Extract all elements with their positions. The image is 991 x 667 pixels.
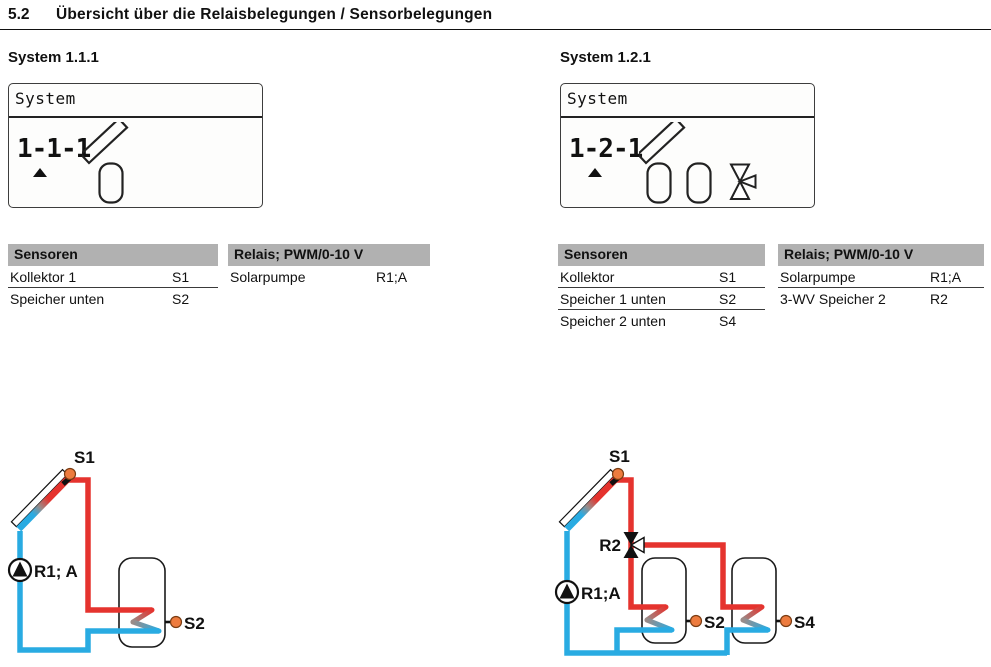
system-2-title: System 1.2.1 xyxy=(560,49,651,66)
schematic-system-2: S1 R2 R1;A S2 S4 xyxy=(554,447,815,656)
table-row: Solarpumpe R1;A xyxy=(228,266,430,287)
lcd-display-system-2: System 1-2-1 xyxy=(560,83,815,208)
sensor-dot-s2 xyxy=(169,615,183,629)
cold-pipe xyxy=(17,531,159,653)
cold-pipe xyxy=(564,531,727,656)
store-icon xyxy=(686,162,712,204)
sensor-id: S1 xyxy=(172,269,190,285)
lcd-menu-title: System xyxy=(9,84,262,118)
sensor-label: Speicher 1 unten xyxy=(560,291,666,307)
sensor-id: S1 xyxy=(719,269,737,285)
lcd-display-system-1: System 1-1-1 xyxy=(8,83,263,208)
table-row: Kollektor 1 S1 xyxy=(8,266,218,288)
heat-exchanger-coil xyxy=(130,607,155,625)
lcd-menu-title: System xyxy=(561,84,814,118)
sensor-dot-s1 xyxy=(611,467,625,481)
hot-pipe xyxy=(68,477,152,613)
relay-id: R2 xyxy=(930,291,948,307)
solar-collector xyxy=(10,468,73,532)
three-way-valve xyxy=(623,532,639,545)
relay-table-system-2: Relais; PWM/0-10 V Solarpumpe R1;A 3-WV … xyxy=(778,244,984,309)
relay-label: Solarpumpe xyxy=(780,269,856,285)
valve-label: R2 xyxy=(599,536,621,555)
collector-icon xyxy=(639,122,686,165)
relay-table-header: Relais; PWM/0-10 V xyxy=(228,244,430,266)
sensor-id: S4 xyxy=(719,313,737,329)
sensor-label: Kollektor xyxy=(560,269,615,285)
sensor-s1-label: S1 xyxy=(609,447,630,466)
valve-icon xyxy=(729,163,757,200)
three-way-valve xyxy=(623,545,639,558)
section-heading: 5.2 Übersicht über die Relaisbelegungen /… xyxy=(0,4,991,30)
table-row: Speicher 1 unten S2 xyxy=(558,288,765,310)
sensor-label: Speicher 2 unten xyxy=(560,313,666,329)
sensor-dot-s1 xyxy=(63,467,77,481)
relay-table-system-1: Relais; PWM/0-10 V Solarpumpe R1;A xyxy=(228,244,430,287)
pump-label: R1;A xyxy=(581,584,621,603)
sensor-s2-label: S2 xyxy=(184,614,205,633)
section-number: 5.2 xyxy=(8,6,30,23)
cold-pipe-return-2 xyxy=(724,627,768,655)
cursor-triangle-icon xyxy=(588,168,602,177)
section-title: Übersicht über die Relaisbelegungen / Se… xyxy=(56,6,493,23)
table-row: Kollektor S1 xyxy=(558,266,765,288)
table-row: Speicher 2 unten S4 xyxy=(558,310,765,331)
storage-tank xyxy=(118,557,166,648)
store-icon xyxy=(98,162,124,204)
sensor-table-system-1: Sensoren Kollektor 1 S1 Speicher unten S… xyxy=(8,244,218,309)
valve-port xyxy=(629,536,645,554)
store-icon xyxy=(646,162,672,204)
hot-pipe-branch xyxy=(631,542,762,610)
collector-icon xyxy=(82,122,129,165)
lcd-system-code: 1-2-1 xyxy=(569,134,643,164)
sensor-s2-label: S2 xyxy=(704,613,725,632)
sensor-table-header: Sensoren xyxy=(8,244,218,266)
pump-rotor xyxy=(12,561,28,577)
sensor-table-header: Sensoren xyxy=(558,244,765,266)
table-row: 3-WV Speicher 2 R2 xyxy=(778,288,984,309)
relay-label: 3-WV Speicher 2 xyxy=(780,291,886,307)
sensor-id: S2 xyxy=(172,291,190,307)
lcd-body: 1-2-1 xyxy=(561,118,814,206)
table-row: Speicher unten S2 xyxy=(8,288,218,309)
heat-exchanger-coil xyxy=(644,604,669,623)
lcd-body: 1-1-1 xyxy=(9,118,262,206)
relay-id: R1;A xyxy=(376,269,408,285)
sensor-dot-s2 xyxy=(689,614,703,628)
cold-pipe-return-1 xyxy=(614,627,672,653)
sensor-s1-label: S1 xyxy=(74,448,95,467)
cursor-triangle-icon xyxy=(33,168,47,177)
relay-label: Solarpumpe xyxy=(230,269,306,285)
system-1-title: System 1.1.1 xyxy=(8,49,99,66)
sensor-label: Speicher unten xyxy=(10,291,105,307)
sensor-s4-label: S4 xyxy=(794,613,815,632)
relay-id: R1;A xyxy=(930,269,962,285)
pump-rotor xyxy=(559,583,575,599)
sensor-label: Kollektor 1 xyxy=(10,269,77,285)
lcd-system-code: 1-1-1 xyxy=(17,134,91,164)
table-row: Solarpumpe R1;A xyxy=(778,266,984,288)
sensor-dot-s4 xyxy=(779,614,793,628)
schematic-system-1: S1 R1; A S2 xyxy=(7,448,205,653)
solar-collector xyxy=(558,468,621,532)
sensor-table-system-2: Sensoren Kollektor S1 Speicher 1 unten S… xyxy=(558,244,765,331)
pump-label: R1; A xyxy=(34,562,78,581)
sensor-id: S2 xyxy=(719,291,737,307)
heat-exchanger-coil xyxy=(740,604,765,623)
relay-table-header: Relais; PWM/0-10 V xyxy=(778,244,984,266)
